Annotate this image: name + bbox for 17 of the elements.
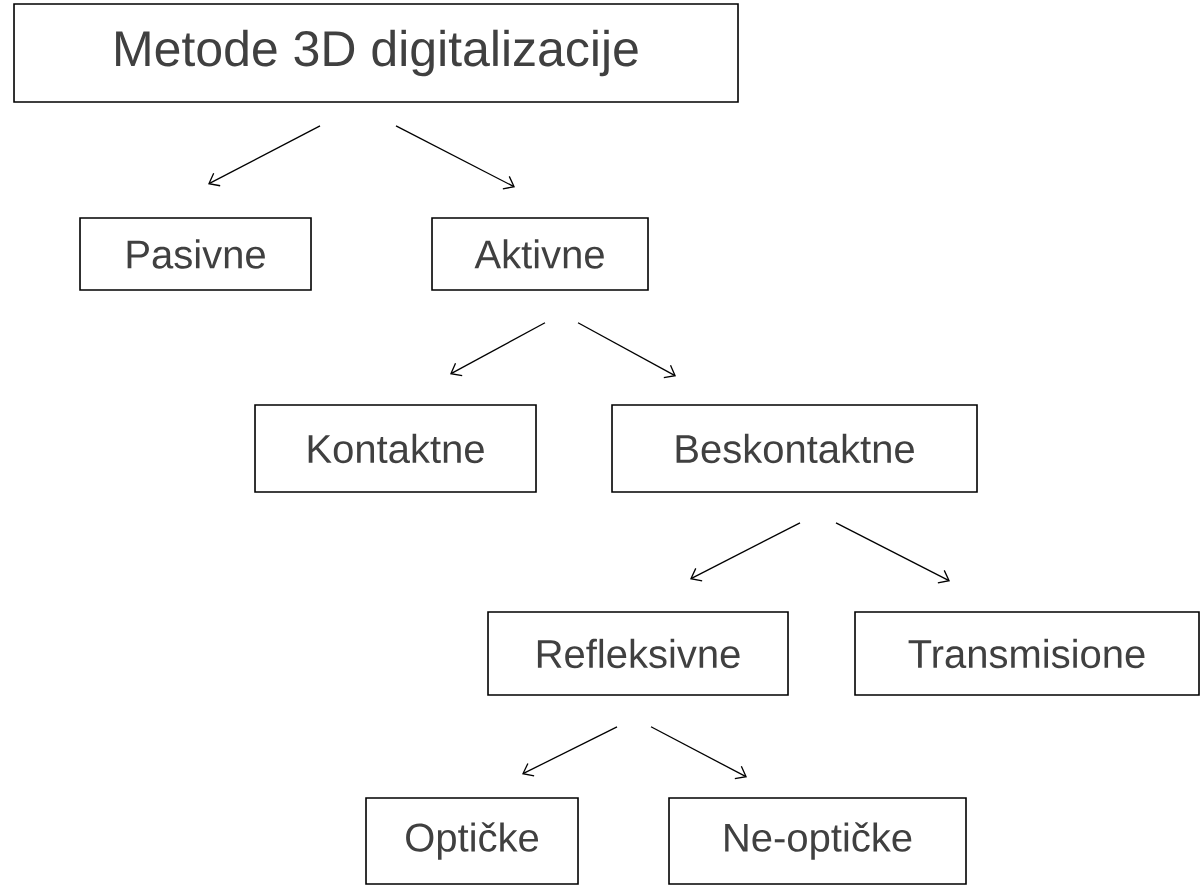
arrow — [650, 726, 747, 780]
arrow — [835, 522, 950, 584]
category-box: Beskontaktne — [611, 404, 978, 493]
arrow — [208, 125, 321, 187]
category-box: Kontaktne — [254, 404, 537, 493]
arrow — [690, 522, 801, 582]
arrow — [395, 125, 515, 190]
arrow — [577, 322, 676, 379]
category-box: Pasivne — [79, 217, 312, 291]
arrow — [522, 726, 618, 777]
category-box: Transmisione — [854, 611, 1200, 696]
arrow — [450, 322, 546, 377]
category-box: Aktivne — [431, 217, 649, 291]
category-box: Refleksivne — [487, 611, 789, 696]
category-box: Optičke — [365, 797, 579, 885]
category-box: Ne-optičke — [668, 797, 967, 885]
category-box: Metode 3D digitalizacije — [13, 3, 739, 103]
